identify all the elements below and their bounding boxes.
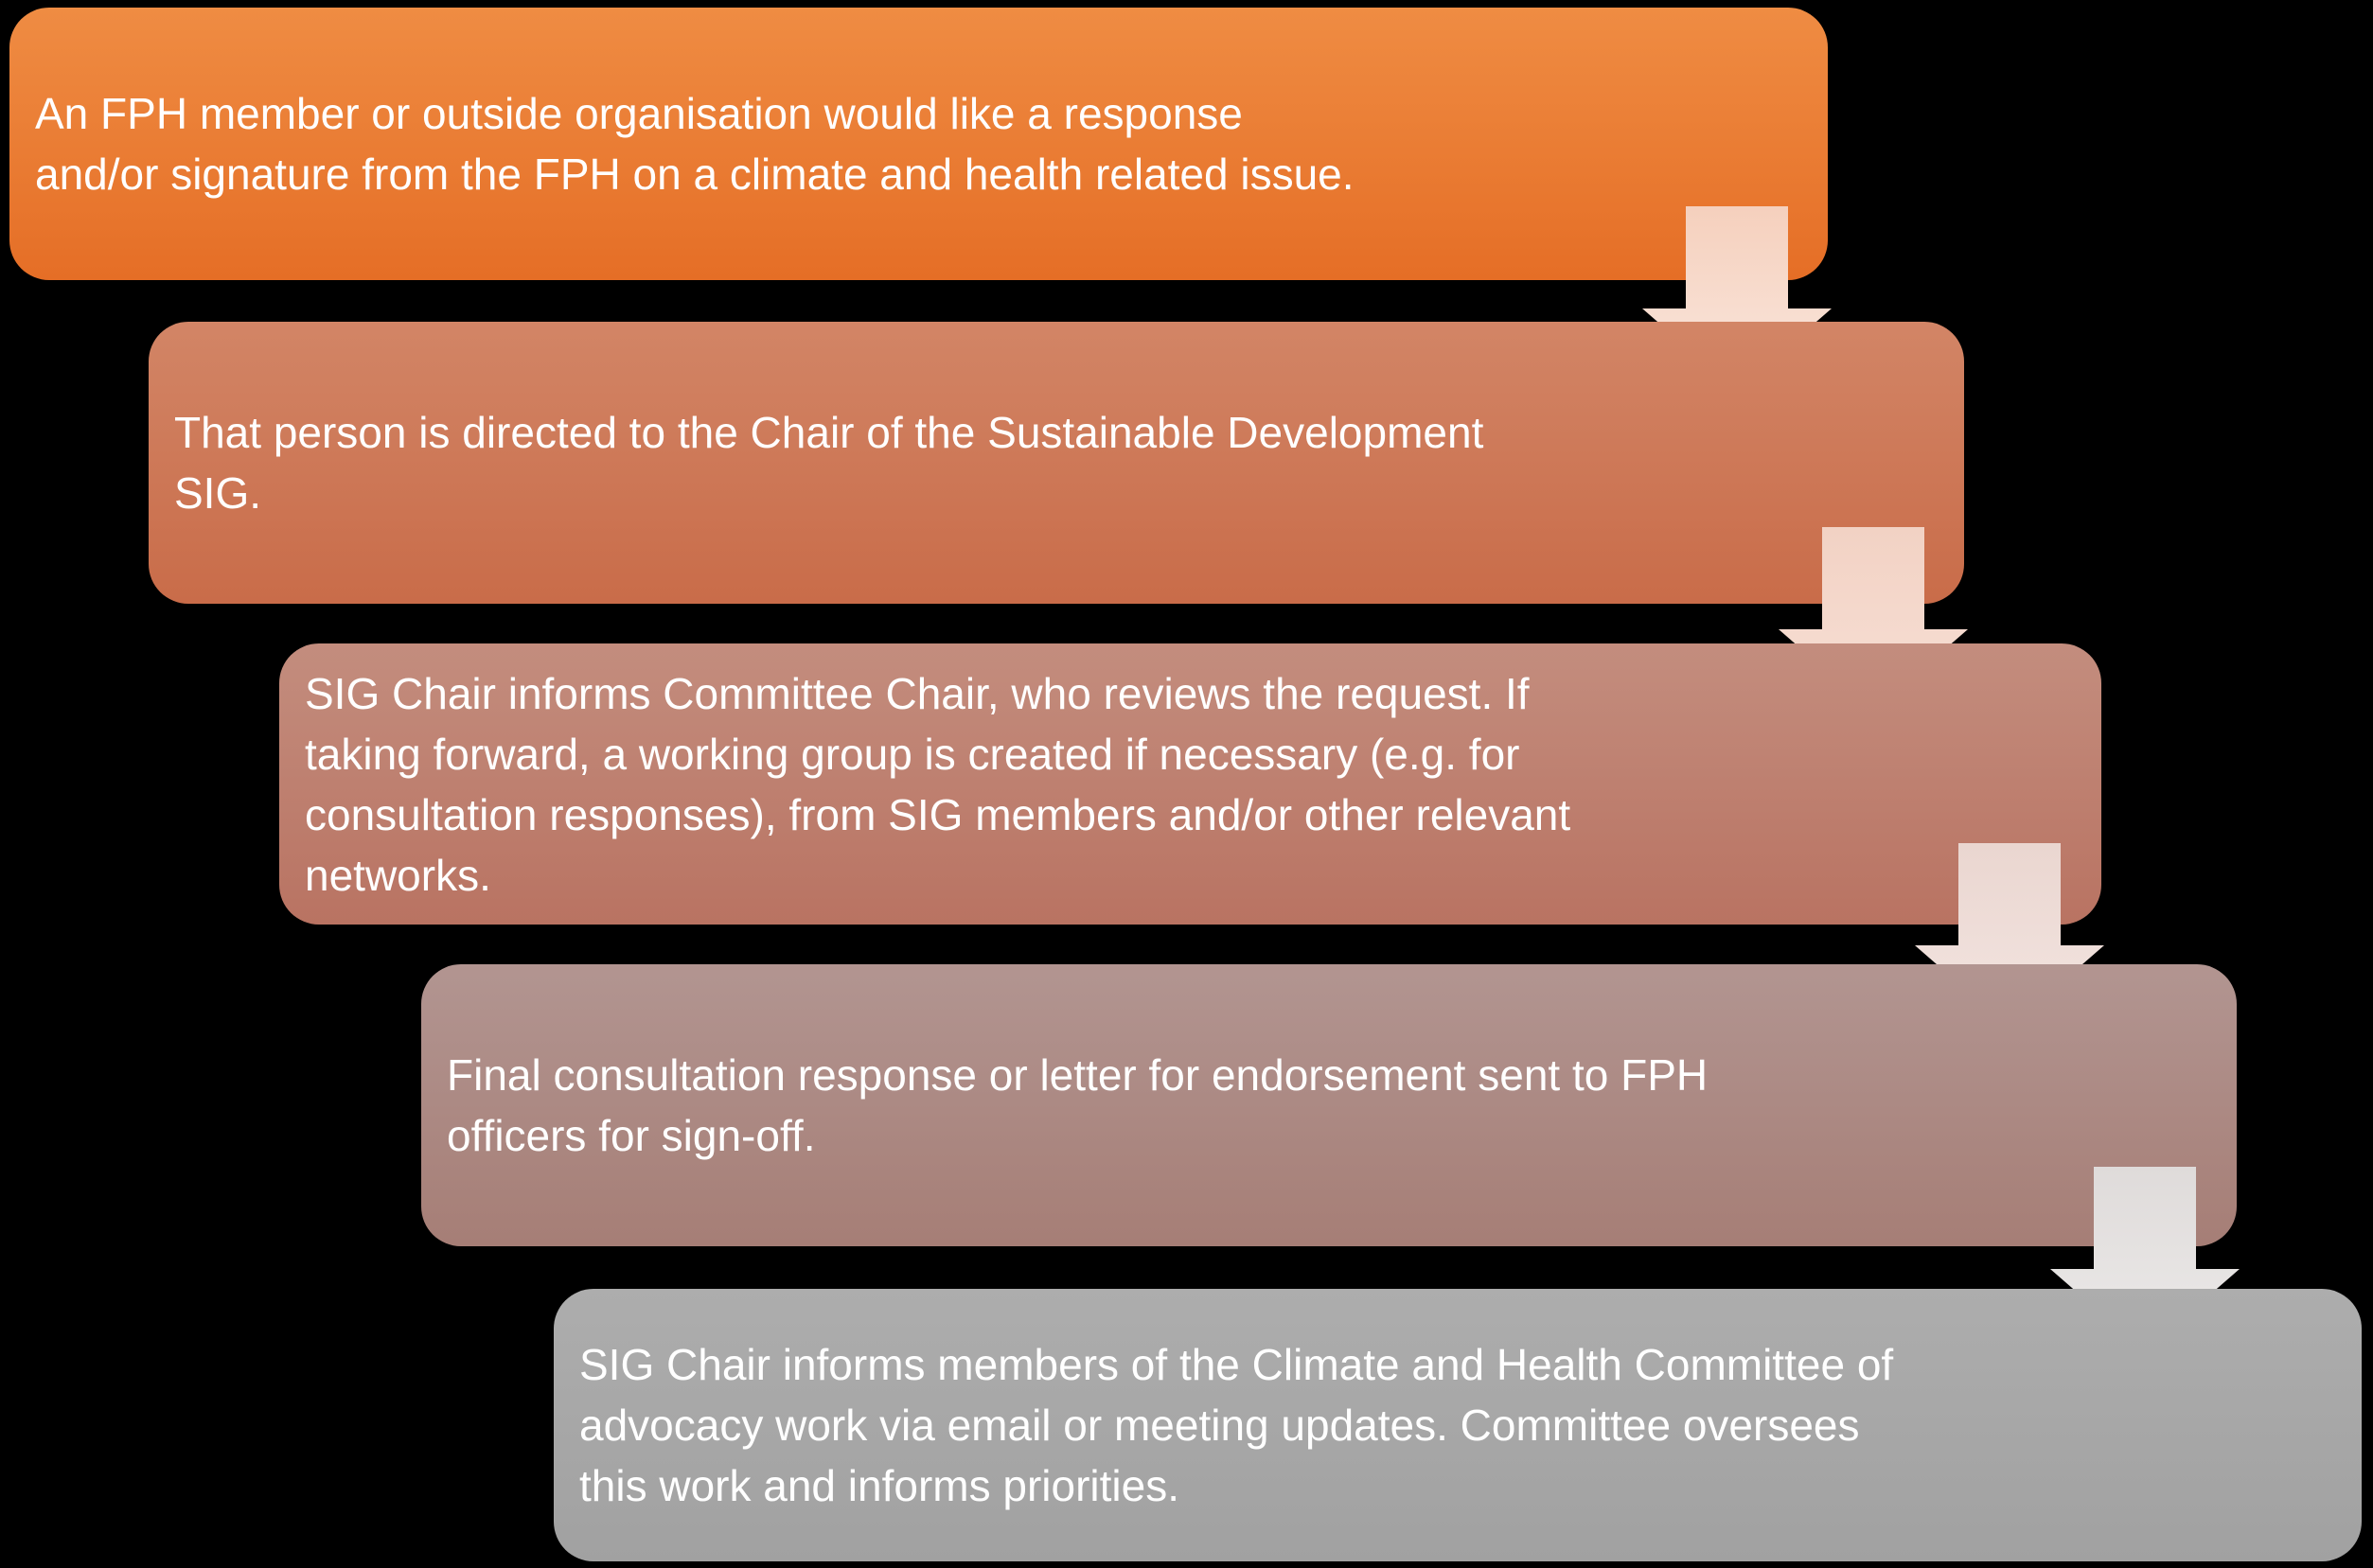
flow-step-5: SIG Chair informs members of the Climate… — [554, 1289, 2362, 1561]
flow-step-4-text: Final consultation response or letter fo… — [447, 1050, 1709, 1160]
flow-step-2: That person is directed to the Chair of … — [149, 322, 1964, 604]
flow-step-3: SIG Chair informs Committee Chair, who r… — [279, 643, 2101, 925]
flow-step-1: An FPH member or outside organisation wo… — [9, 8, 1828, 280]
flow-step-1-text: An FPH member or outside organisation wo… — [35, 89, 1355, 199]
flow-step-3-text: SIG Chair informs Committee Chair, who r… — [305, 668, 1571, 900]
flow-step-4: Final consultation response or letter fo… — [421, 964, 2237, 1246]
flow-step-2-text: That person is directed to the Chair of … — [174, 408, 1484, 518]
flow-step-5-text: SIG Chair informs members of the Climate… — [579, 1340, 1894, 1510]
